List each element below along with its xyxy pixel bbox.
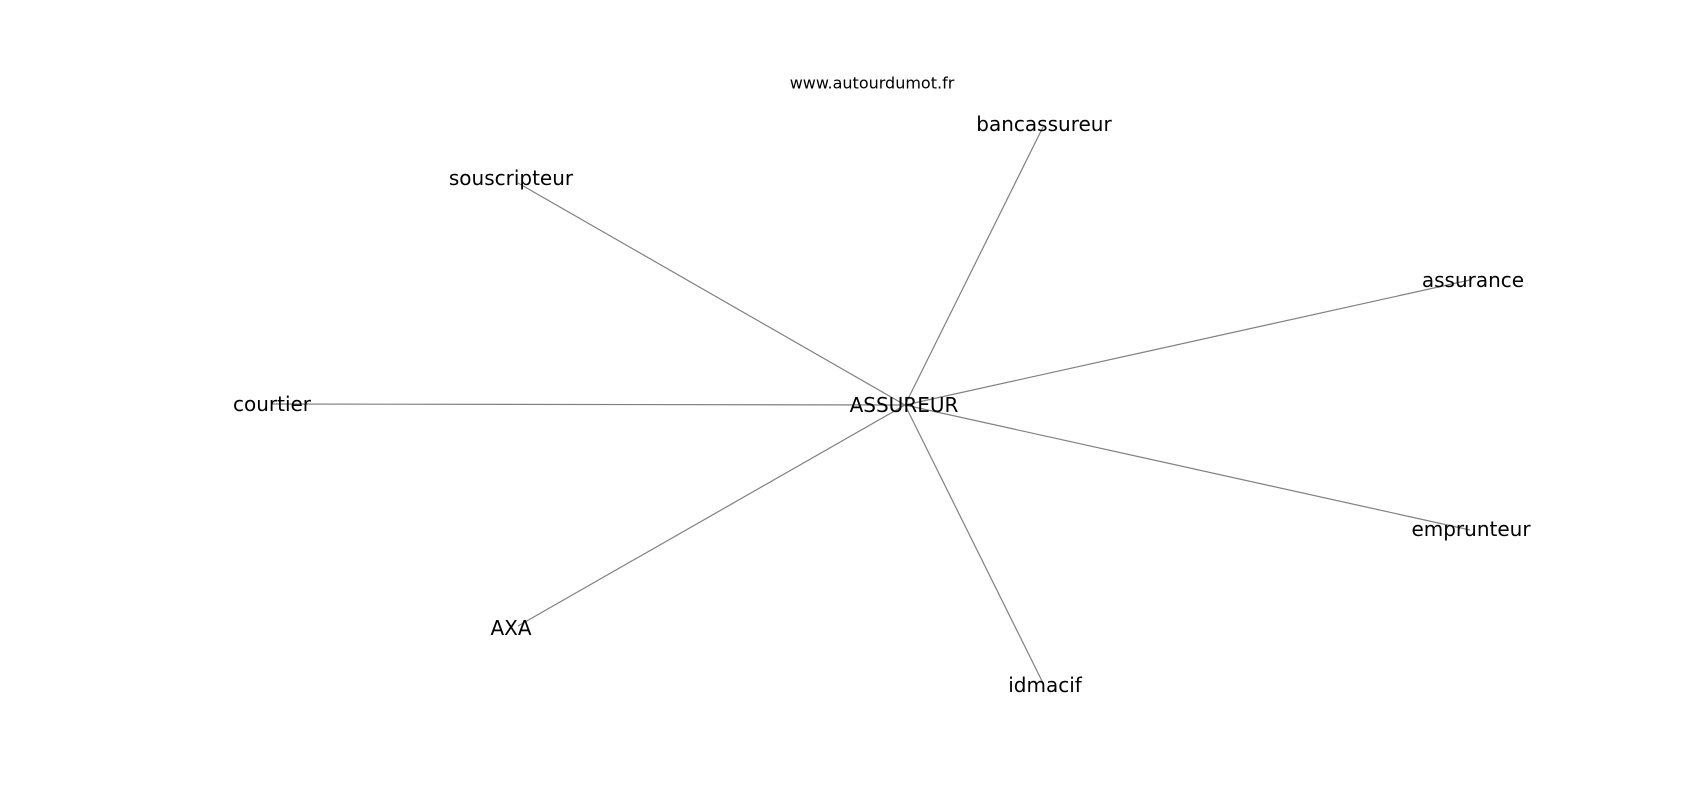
edge-assurance (904, 279, 1471, 406)
watermark-text: www.autourdumot.fr (790, 74, 955, 93)
node-label-bancassureur[interactable]: bancassureur (976, 112, 1112, 136)
edge-axa (517, 404, 906, 627)
node-label-center[interactable]: ASSUREUR (850, 393, 959, 417)
node-label-assurance[interactable]: assurance (1422, 268, 1524, 292)
edge-emprunteur (904, 404, 1471, 531)
edge-souscripteur (517, 182, 906, 406)
edge-courtier (271, 403, 906, 406)
node-label-emprunteur[interactable]: emprunteur (1411, 517, 1531, 541)
node-label-idmacif[interactable]: idmacif (1008, 673, 1083, 697)
node-label-axa[interactable]: AXA (490, 616, 531, 640)
labels-layer: www.autourdumot.fr ASSUREUR bancassureur… (233, 74, 1531, 698)
node-label-courtier[interactable]: courtier (233, 392, 312, 416)
edge-bancassureur (904, 126, 1044, 406)
node-label-souscripteur[interactable]: souscripteur (449, 166, 574, 190)
edge-idmacif (904, 404, 1044, 684)
edges-layer (271, 126, 1471, 684)
